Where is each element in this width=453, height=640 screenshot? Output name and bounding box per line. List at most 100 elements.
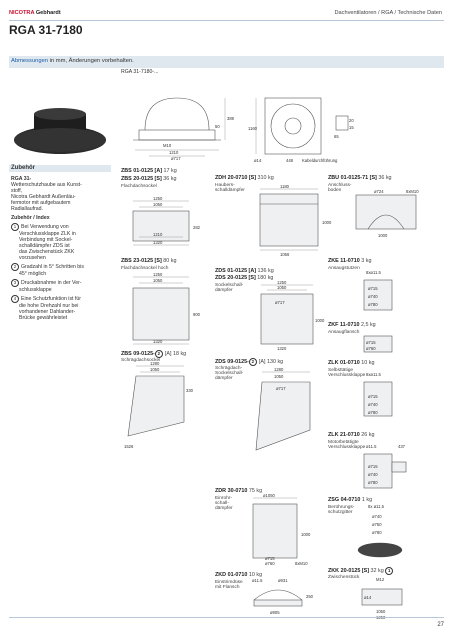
svg-text:15: 15	[349, 125, 354, 130]
svg-text:1050: 1050	[274, 374, 284, 379]
svg-text:1050: 1050	[376, 609, 386, 614]
svg-text:ø780: ø780	[368, 410, 378, 415]
product-zke: ZKE 11-0710 3 kg	[328, 258, 372, 264]
product-zkd: ZKD 01-0710 10 kg	[215, 572, 263, 578]
svg-text:ø1050: ø1050	[263, 493, 276, 498]
svg-text:1320: 1320	[153, 240, 163, 245]
svg-text:1056: 1056	[280, 252, 290, 257]
svg-text:1160: 1160	[248, 126, 258, 131]
svg-text:1210: 1210	[169, 150, 179, 155]
sidebar-heading: Zubehör	[11, 165, 35, 171]
svg-text:ø717: ø717	[275, 300, 285, 305]
svg-text:900: 900	[193, 312, 201, 317]
product-zbs-desc: Flachdachsockel	[121, 184, 157, 189]
zbs-drawing: 1250 1050 1210 1320 282	[132, 196, 201, 246]
svg-text:1320: 1320	[153, 339, 163, 344]
svg-text:1050: 1050	[153, 202, 163, 207]
svg-text:389: 389	[227, 116, 235, 121]
product-zds09: ZDS 09-0125-2[A] 130 kg	[215, 358, 284, 366]
svg-text:1050: 1050	[277, 285, 287, 290]
zbs09-drawing: 1280 1050 330 1526	[124, 361, 194, 449]
svg-text:ø717: ø717	[276, 386, 286, 391]
svg-text:1250: 1250	[153, 196, 163, 201]
svg-text:1180: 1180	[280, 184, 290, 189]
zkd-drawing: ø11.5 ø931 ø905 250	[252, 578, 314, 615]
svg-text:8xø11.5: 8xø11.5	[366, 372, 381, 377]
svg-text:1526: 1526	[124, 444, 134, 449]
svg-text:250: 250	[306, 594, 314, 599]
zbu-drawing: ø724 8xM10 1000	[355, 189, 419, 238]
svg-text:Kabeldurchführung: Kabeldurchführung	[302, 158, 338, 163]
svg-text:437: 437	[398, 444, 406, 449]
svg-text:ø740: ø740	[368, 294, 378, 299]
zlk01-drawing: 8xø11.5 ø715 ø740 ø780	[363, 372, 393, 417]
zke-drawing: 8xø11.5 ø715 ø740 ø780	[363, 270, 393, 311]
product-zds20: ZDS 20-0125 [S] 180 kg	[215, 275, 274, 281]
footer-divider	[9, 617, 444, 618]
svg-text:ø760: ø760	[366, 346, 376, 351]
product-zbs09: ZBS 09-0125-2[A] 18 kg	[121, 350, 187, 358]
product-zsg: ZSG 04-0710 1 kg	[328, 497, 373, 503]
svg-text:ø931: ø931	[278, 578, 288, 583]
product-zbu-desc: Anschluss-boden	[328, 183, 352, 193]
svg-text:1320: 1320	[277, 346, 287, 351]
svg-text:ø760: ø760	[265, 561, 275, 566]
fan-photo	[14, 108, 106, 154]
product-zdr-desc: Einrohr-schall-dämpfer	[215, 496, 233, 511]
svg-text:ø780: ø780	[368, 480, 378, 485]
svg-text:ø715: ø715	[368, 464, 378, 469]
svg-text:ø11.5: ø11.5	[252, 578, 263, 583]
svg-text:ø750: ø750	[372, 522, 382, 527]
brand: NICOTRA Gebhardt	[9, 10, 61, 16]
page-number: 27	[437, 622, 444, 629]
product-zbs09-desc: Schrägdachsockel	[121, 358, 161, 363]
product-zds09-desc: Schrägdach-Sockelschall-dämpfer	[215, 366, 244, 381]
zds-drawing: 1250 1050 1320 1000 ø717	[260, 280, 325, 351]
zkf-drawing: ø715 ø760	[363, 335, 393, 353]
svg-text:1000: 1000	[322, 220, 332, 225]
zds09-drawing: 1280 1050 ø717	[255, 367, 311, 451]
svg-text:M12: M12	[376, 577, 385, 582]
svg-text:1050: 1050	[153, 278, 163, 283]
fan-side-drawing: M10 1210 ø717 389 50	[133, 97, 235, 161]
svg-text:ø740: ø740	[368, 472, 378, 477]
svg-text:8xø11.5: 8xø11.5	[366, 270, 381, 275]
sidebar-description: RGA 31- Wetterschutzhaube aus Kunst- sto…	[11, 176, 111, 321]
model-label: RGA 31-7180-...	[121, 69, 159, 75]
svg-text:ø780: ø780	[372, 530, 382, 535]
svg-text:ø717: ø717	[171, 156, 181, 161]
product-zbu: ZBU 01-0125-71 [S] 36 kg	[328, 175, 392, 181]
svg-text:M10: M10	[163, 143, 172, 148]
product-zkf-desc: Ansaugflansch	[328, 330, 360, 335]
product-zlk21: ZLK 21-0710 26 kg	[328, 432, 375, 438]
svg-text:ø14: ø14	[254, 158, 262, 163]
zlk21-drawing: 437 ø11.5 ø715 ø740 ø780	[363, 444, 407, 489]
svg-text:1280: 1280	[150, 361, 160, 366]
svg-text:8x ø11.5: 8x ø11.5	[368, 504, 385, 509]
svg-text:ø715: ø715	[265, 556, 275, 561]
product-zdh-desc: Haubers-schalldämpfer	[215, 183, 245, 193]
zsg-drawing: 8x ø11.5 ø740 ø750 ø780	[357, 504, 403, 558]
header-divider	[9, 20, 444, 21]
svg-text:282: 282	[193, 225, 201, 230]
product-zlk01: ZLK 01-0710 10 kg	[328, 360, 375, 366]
svg-text:1280: 1280	[274, 367, 284, 372]
page-title: RGA 31-7180	[9, 23, 83, 37]
svg-text:50: 50	[215, 124, 220, 129]
product-zsg-desc: Berührungs-schutzgitter	[328, 505, 355, 515]
svg-text:330: 330	[186, 388, 194, 393]
zdh-drawing: 1180 1000 1056	[259, 184, 332, 257]
svg-text:ø724: ø724	[374, 189, 384, 194]
dimensions-bar	[9, 56, 444, 68]
svg-text:ø14: ø14	[364, 595, 372, 600]
zdr-drawing: ø1050 1000 ø715 ø760 8xM10	[252, 493, 311, 566]
svg-text:1000: 1000	[315, 318, 325, 323]
svg-text:20: 20	[349, 118, 354, 123]
product-zds01: ZDS 01-0125 [A] 136 kg	[215, 268, 274, 274]
product-zds-desc: Sockelschall-dämpfer	[215, 283, 244, 293]
